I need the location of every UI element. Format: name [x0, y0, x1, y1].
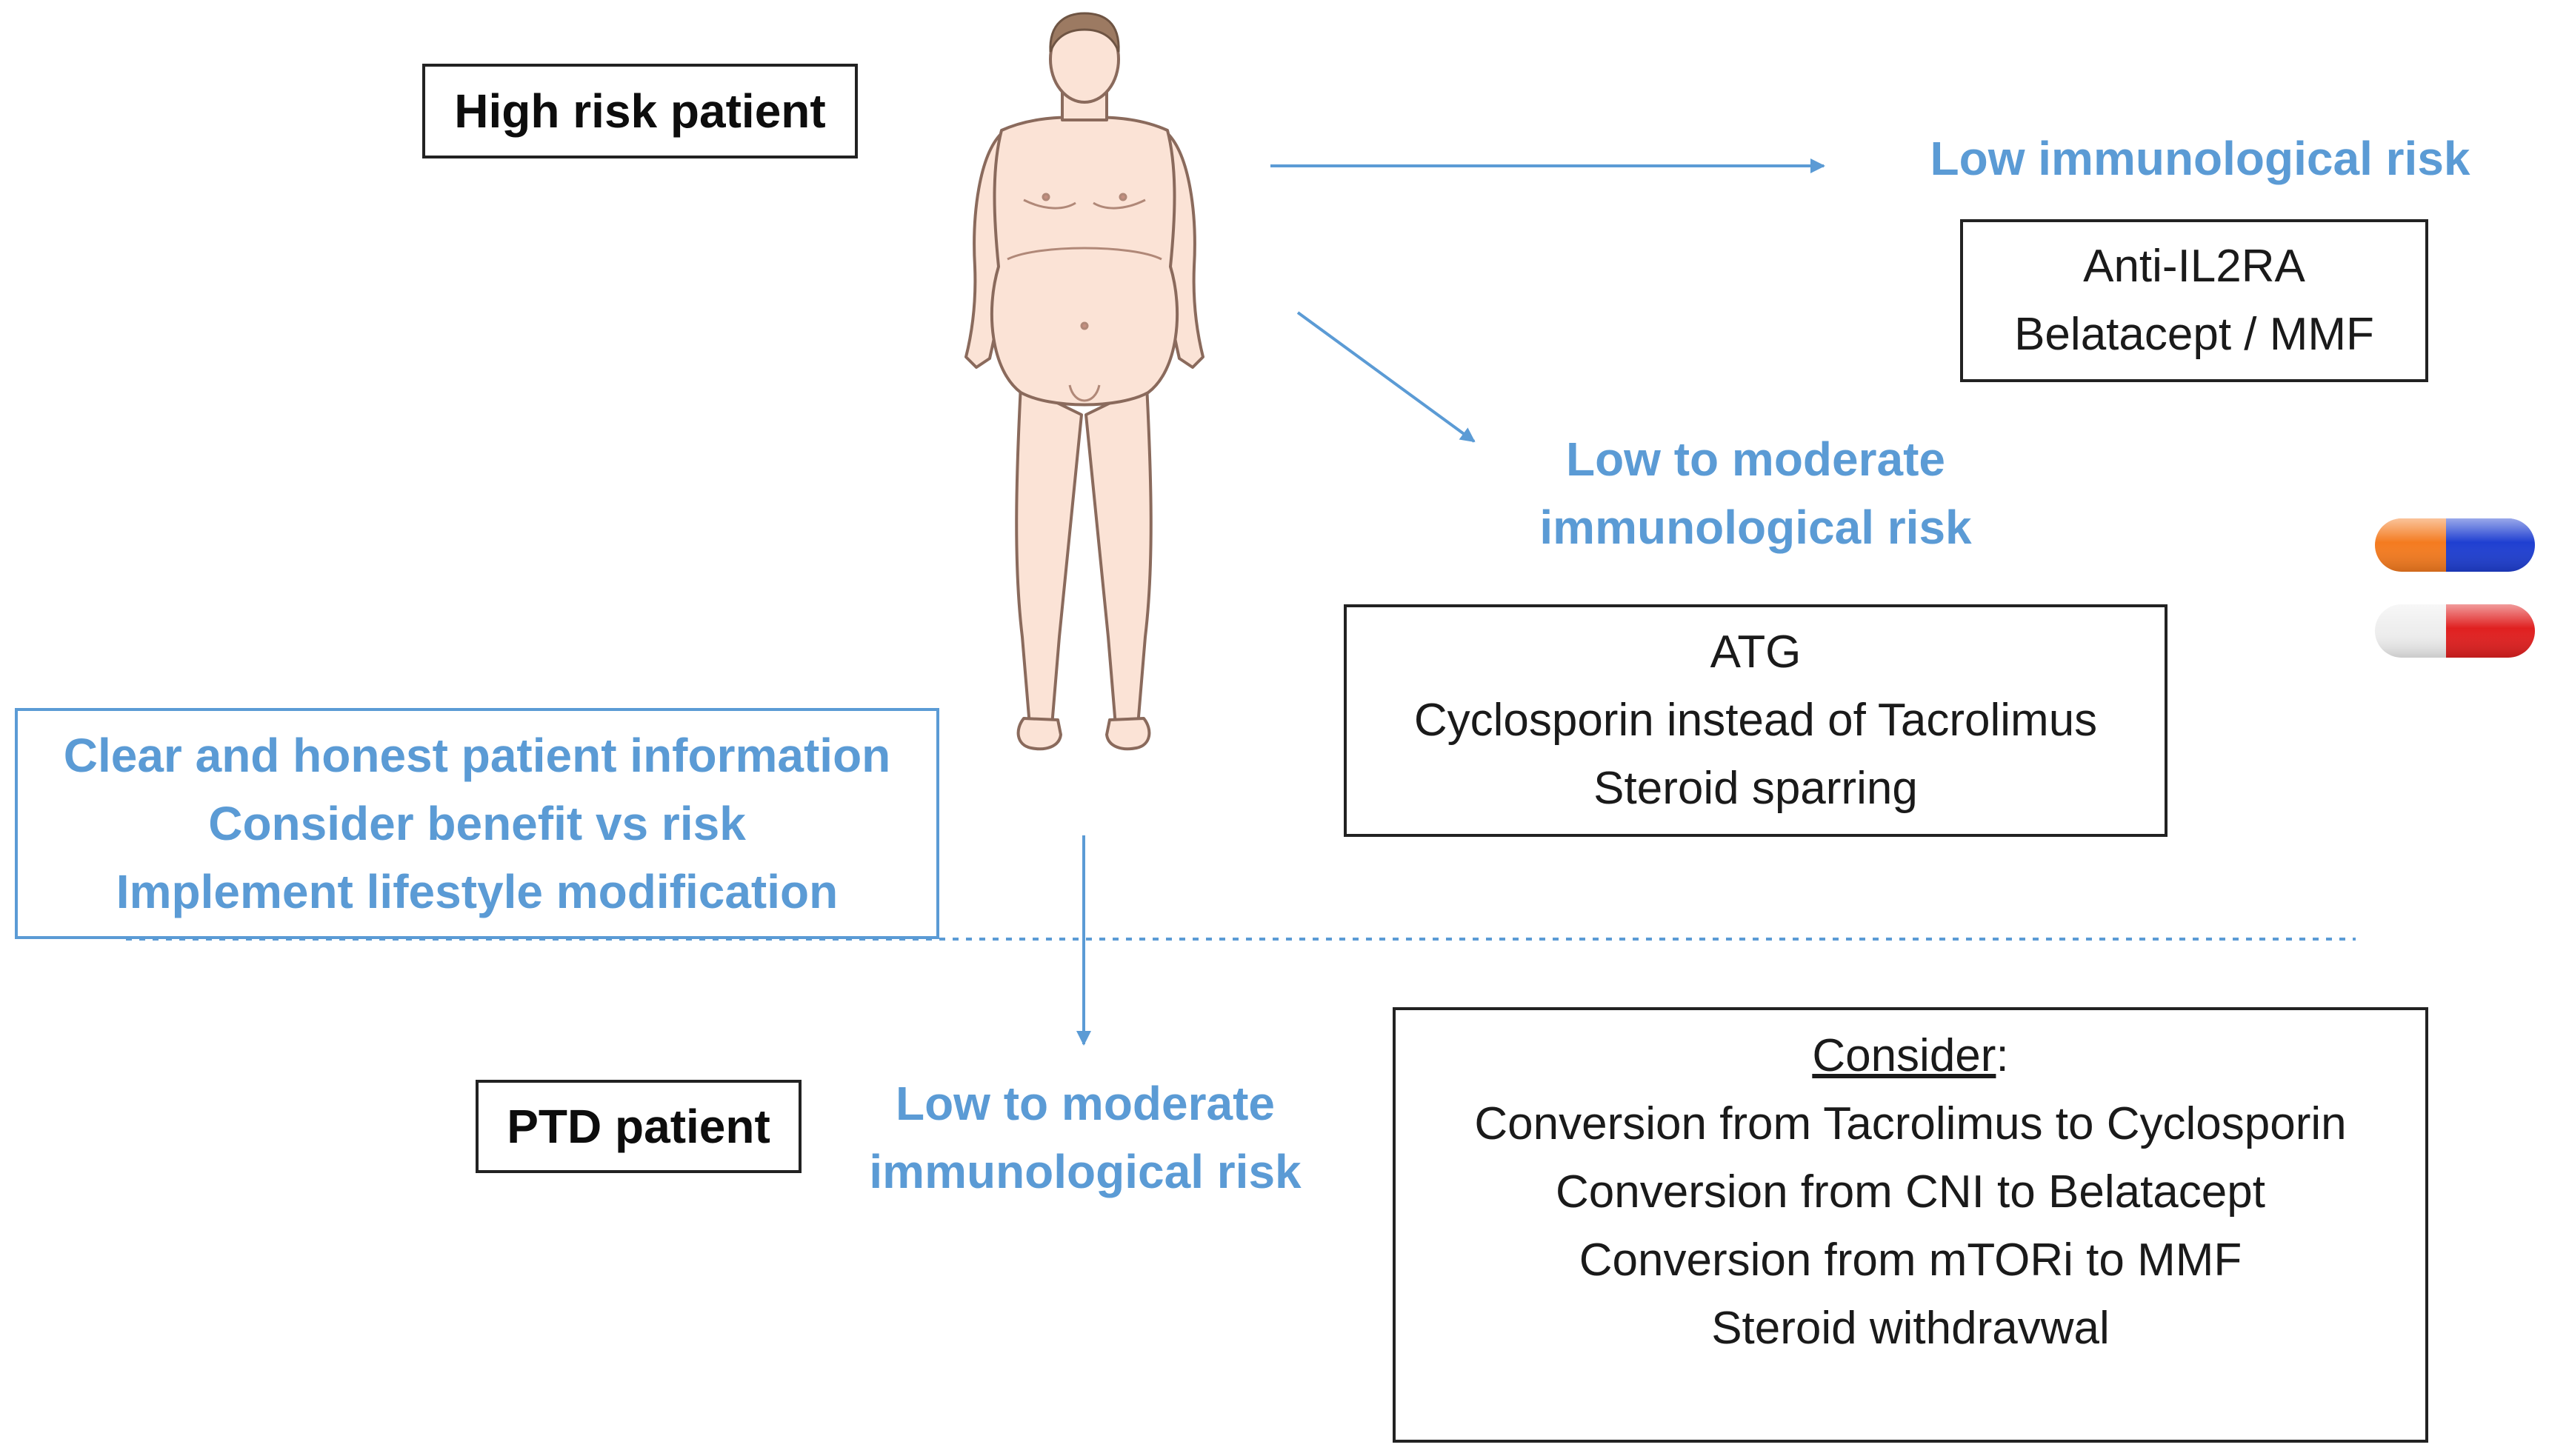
moderate-risk-drug-line: Cyclosporin instead of Tacrolimus	[1413, 695, 2098, 746]
low-risk-title-text: Low immunological risk	[1930, 132, 2470, 185]
high-risk-patient-box: High risk patient	[422, 64, 858, 158]
consider-box: Consider: Conversion from Tacrolimus to …	[1393, 1007, 2428, 1443]
low-risk-title: Low immunological risk	[1882, 124, 2519, 193]
high-risk-patient-label: High risk patient	[454, 84, 826, 138]
capsule-white-red-icon	[2375, 604, 2535, 658]
moderate-risk-title: Low to moderate immunological risk	[1452, 425, 2059, 561]
consider-item: Conversion from mTORi to MMF	[1579, 1235, 2242, 1286]
patient-info-line: Clear and honest patient information	[63, 729, 891, 782]
ptd-risk-title-line: immunological risk	[869, 1145, 1302, 1198]
consider-heading-text: Consider	[1812, 1030, 1996, 1081]
consider-item: Conversion from CNI to Belatacept	[1556, 1166, 2265, 1218]
hair	[1049, 12, 1120, 53]
patient-info-box: Clear and honest patient information Con…	[15, 708, 939, 939]
moderate-risk-drug-line: Steroid sparring	[1593, 763, 1918, 814]
arrow-to-moderate-risk	[1296, 311, 1476, 443]
ptd-patient-label: PTD patient	[507, 1100, 770, 1153]
low-risk-drug-line: Anti-IL2RA	[2083, 241, 2305, 292]
low-risk-drug-box: Anti-IL2RA Belatacept / MMF	[1960, 219, 2428, 382]
patient-info-line: Consider benefit vs risk	[208, 797, 746, 850]
consider-heading: Consider:	[1812, 1022, 2008, 1090]
moderate-risk-title-line: Low to moderate	[1565, 433, 1946, 486]
consider-heading-suffix: :	[1996, 1030, 2009, 1081]
low-risk-drug-line: Belatacept / MMF	[2014, 309, 2374, 360]
capsule-orange-blue-icon	[2375, 518, 2535, 572]
moderate-risk-title-line: immunological risk	[1539, 501, 1972, 554]
consider-item: Conversion from Tacrolimus to Cyclospori…	[1474, 1098, 2347, 1149]
human-body-icon	[964, 15, 1204, 751]
moderate-risk-drug-box: ATG Cyclosporin instead of Tacrolimus St…	[1344, 604, 2168, 837]
patient-info-line: Implement lifestyle modification	[116, 865, 839, 918]
ptd-risk-title: Low to moderate immunological risk	[837, 1069, 1333, 1206]
consider-item: Steroid withdravwal	[1711, 1303, 2110, 1354]
moderate-risk-drug-line: ATG	[1710, 627, 1802, 678]
ptd-risk-title-line: Low to moderate	[895, 1077, 1276, 1130]
body-details	[1007, 193, 1162, 402]
ptd-patient-box: PTD patient	[476, 1080, 802, 1173]
